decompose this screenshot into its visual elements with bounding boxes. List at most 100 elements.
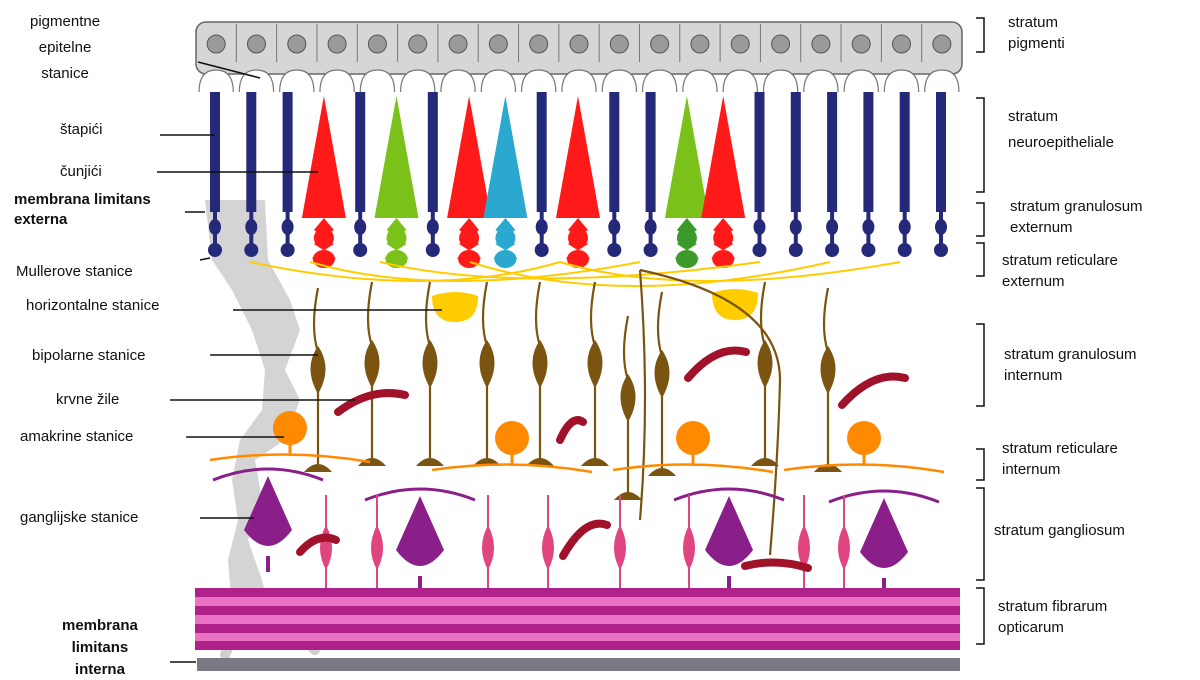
cone-pedicle (494, 250, 516, 268)
label-stratum-reticulare-internum: stratum reticulareinternum (1002, 438, 1118, 480)
rod-outer-segment (428, 92, 438, 212)
rod-nucleus (899, 219, 911, 235)
label-line: čunjići (60, 162, 102, 182)
bipolar-terminal (358, 458, 386, 466)
layer-bracket (976, 449, 984, 480)
rod-outer-segment (863, 92, 873, 212)
rod-spherule (426, 243, 440, 257)
bipolar-axon (640, 270, 645, 520)
layer-bracket (976, 488, 984, 580)
label-line: Mullerove stanice (16, 262, 133, 282)
layer-bracket (976, 324, 984, 406)
label-line: stratum reticulare (1002, 250, 1118, 271)
bipolar-dendrite (591, 282, 595, 346)
label-line: externum (1002, 271, 1118, 292)
label-line: membrana limitans (14, 190, 151, 210)
optic-fibre (195, 641, 960, 650)
pigment-cell-nucleus (772, 35, 790, 53)
rod-spherule (244, 243, 258, 257)
leader-line (200, 258, 210, 260)
bipolar-dendrite (314, 288, 318, 352)
label-stratum-pigmenti: stratumpigmenti (1008, 12, 1065, 54)
pigment-cell-nucleus (288, 35, 306, 53)
label-line: stratum reticulare (1002, 438, 1118, 459)
label-line: štapići (60, 120, 103, 140)
bipolar-cells (304, 270, 842, 555)
rod-spherule (861, 243, 875, 257)
ganglion-cell-body (683, 525, 695, 570)
rod-outer-segment (936, 92, 946, 212)
pigment-cell-nucleus (812, 35, 830, 53)
rod-outer-segment (537, 92, 547, 212)
optic-fibre-layer (195, 588, 960, 671)
cone-nucleus (677, 228, 697, 248)
label-amacrine-cells: amakrine stanice (20, 427, 133, 447)
label-line: stratum (1008, 12, 1065, 33)
cone-nucleus (568, 228, 588, 248)
rod-nucleus (209, 219, 221, 235)
cone-outer-segment (483, 96, 527, 218)
cone-pedicle (676, 250, 698, 268)
pigment-cell-nucleus (731, 35, 749, 53)
amacrine-cell-body (676, 421, 710, 455)
label-line: ganglijske stanice (20, 508, 138, 528)
blood-vessels (300, 350, 905, 568)
optic-fibre (195, 615, 960, 624)
amacrine-cell-body (847, 421, 881, 455)
label-muller-cells: Mullerove stanice (16, 262, 133, 282)
bipolar-cell-body (311, 346, 326, 394)
bipolar-terminal (648, 468, 676, 476)
layer-bracket (976, 18, 984, 52)
bipolar-cell-body (588, 340, 603, 388)
rod-spherule (934, 243, 948, 257)
cone-outer-segment (665, 96, 709, 218)
rod-nucleus (790, 219, 802, 235)
pigment-cell-nucleus (610, 35, 628, 53)
label-line: stanice (30, 61, 100, 87)
label-line: pigmentne (30, 9, 100, 35)
rod-nucleus (862, 219, 874, 235)
bipolar-terminal (581, 458, 609, 466)
cone-nucleus (314, 228, 334, 248)
label-line: internum (1002, 459, 1118, 480)
rod-nucleus (645, 219, 657, 235)
optic-fibre (195, 597, 960, 606)
rod-outer-segment (827, 92, 837, 212)
rod-outer-segment (900, 92, 910, 212)
bipolar-dendrite (824, 288, 828, 352)
pigment-cell-nucleus (247, 35, 265, 53)
rod-outer-segment (210, 92, 220, 212)
pigment-cell-nucleus (651, 35, 669, 53)
bipolar-terminal (416, 458, 444, 466)
horizontal-cells (250, 262, 900, 322)
layer-bracket (976, 243, 984, 276)
bipolar-cell-body (655, 350, 670, 398)
label-line: epitelne (30, 35, 100, 61)
rod-nucleus (826, 219, 838, 235)
pigment-cell-nucleus (368, 35, 386, 53)
rod-spherule (208, 243, 222, 257)
pigment-cell-nucleus (933, 35, 951, 53)
pigment-cell-nucleus (489, 35, 507, 53)
cone-pedicle (458, 250, 480, 268)
label-line: opticarum (998, 617, 1107, 638)
pigment-cell-nucleus (691, 35, 709, 53)
bipolar-terminal (614, 492, 642, 500)
cone-outer-segment (375, 96, 419, 218)
ganglion-cell-body (482, 525, 494, 570)
rod-spherule (644, 243, 658, 257)
pigment-cell-nucleus (328, 35, 346, 53)
rod-outer-segment (646, 92, 656, 212)
rod-nucleus (427, 219, 439, 235)
blood-vessel (560, 420, 583, 440)
pigment-cell-nucleus (449, 35, 467, 53)
rod-nucleus (935, 219, 947, 235)
bipolar-cell-body (621, 374, 636, 422)
rod-spherule (898, 243, 912, 257)
bipolar-cell-body (758, 340, 773, 388)
